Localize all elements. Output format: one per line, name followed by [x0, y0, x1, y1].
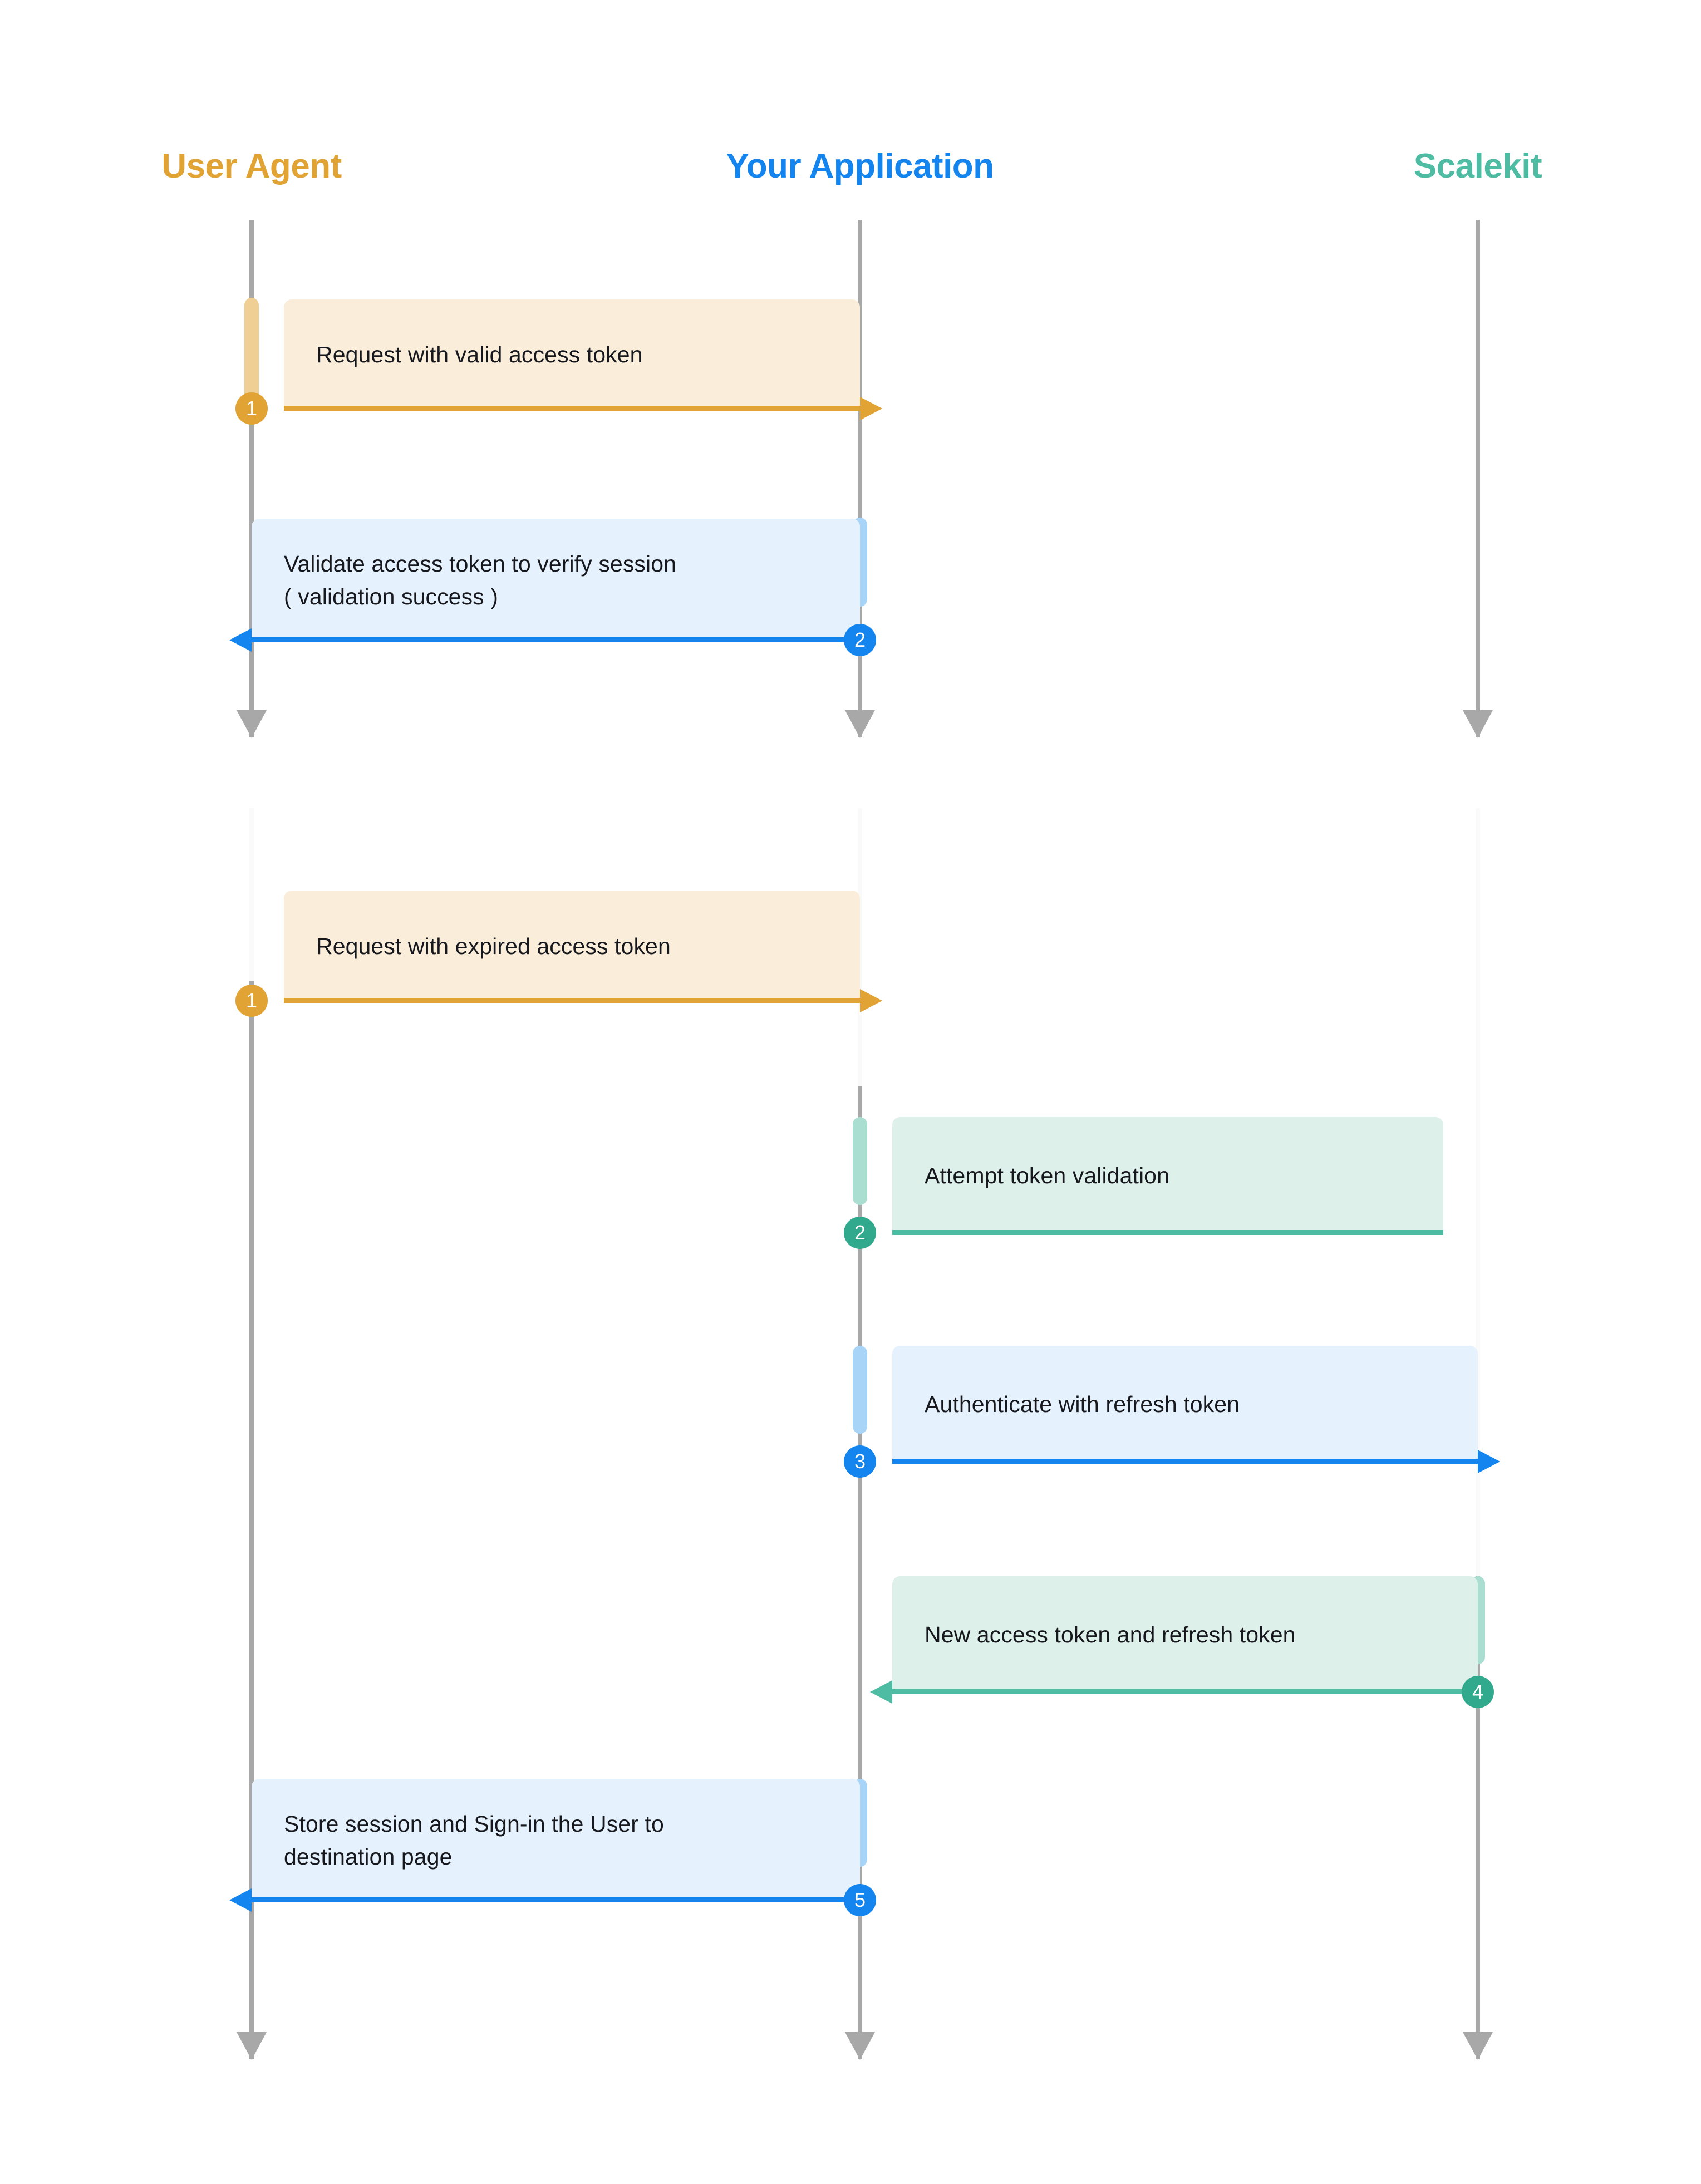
lifeline-your-application-section1	[845, 220, 875, 738]
arrowhead-right-icon	[860, 989, 882, 1012]
step-badge-5: 5	[844, 1884, 876, 1916]
lifeline-arrow-icon	[237, 710, 267, 738]
lifeline-stem	[249, 220, 254, 737]
activation-bar-user-agent-1	[244, 298, 259, 404]
message-arrow-line	[284, 406, 860, 411]
lifeline-stem	[858, 808, 862, 1086]
lifeline-user-agent-section1	[237, 220, 267, 738]
arrowhead-right-icon	[1478, 1450, 1500, 1473]
message-label: Request with valid access token	[316, 342, 643, 368]
step-badge-2: 2	[844, 624, 876, 656]
activation-bar-your-application-2b	[853, 1117, 867, 1205]
step-badge-3: 3	[844, 1445, 876, 1478]
message-note: Authenticate with refresh token	[892, 1346, 1478, 1464]
lifeline-arrow-icon	[845, 2032, 875, 2060]
lifeline-stem	[858, 220, 862, 737]
message-note: Store session and Sign-in the User to de…	[252, 1779, 860, 1902]
message-5-store-session-signin: Store session and Sign-in the User to de…	[229, 1779, 860, 1912]
lifeline-user-agent-section2-faint	[249, 808, 254, 981]
message-note: New access token and refresh token	[892, 1576, 1478, 1694]
message-1-request-valid-token: Request with valid access token	[284, 299, 882, 420]
message-note: Request with valid access token	[284, 299, 860, 411]
message-arrow-line	[252, 637, 860, 642]
arrowhead-left-icon	[229, 628, 252, 652]
arrowhead-left-icon	[229, 1888, 252, 1912]
message-2-validate-access-token: Validate access token to verify session …	[229, 519, 860, 652]
participant-header-user-agent: User Agent	[161, 147, 342, 185]
lifeline-stem	[1476, 1576, 1480, 2059]
arrowhead-left-icon	[870, 1680, 892, 1704]
message-arrow-line	[892, 1459, 1478, 1464]
message-arrow-line	[892, 1230, 1443, 1235]
lifeline-user-agent-section2	[237, 981, 267, 2060]
step-badge-1-section2: 1	[235, 985, 268, 1017]
message-note: Attempt token validation	[892, 1117, 1443, 1235]
message-2-attempt-token-validation: Attempt token validation	[892, 1117, 1443, 1235]
message-arrow-line	[252, 1897, 860, 1902]
lifeline-your-application-section2	[845, 1086, 875, 2060]
lifeline-arrow-icon	[237, 2032, 267, 2060]
lifeline-arrow-icon	[1463, 710, 1493, 738]
lifeline-stem	[249, 808, 254, 981]
step-badge-1: 1	[235, 392, 268, 425]
lifeline-arrow-icon	[1463, 2032, 1493, 2060]
message-arrow-line	[284, 998, 860, 1003]
lifeline-stem	[249, 981, 254, 2059]
message-label: New access token and refresh token	[925, 1622, 1296, 1648]
message-label: Store session and Sign-in the User to de…	[284, 1811, 664, 1870]
message-arrow-line	[892, 1689, 1478, 1694]
lifeline-stem	[1476, 220, 1480, 737]
participant-header-scalekit: Scalekit	[1413, 147, 1542, 185]
message-4-new-access-refresh-token: New access token and refresh token	[870, 1576, 1478, 1704]
step-badge-2-section2: 2	[844, 1217, 876, 1249]
lifeline-arrow-icon	[845, 710, 875, 738]
lifeline-stem	[858, 1086, 862, 2059]
lifeline-scalekit-section2	[1463, 1576, 1493, 2060]
message-label: Request with expired access token	[316, 933, 671, 960]
message-label: Validate access token to verify session …	[284, 550, 677, 609]
lifeline-your-application-section2-faint	[858, 808, 862, 1086]
participant-header-your-application: Your Application	[726, 147, 994, 185]
message-label: Authenticate with refresh token	[925, 1391, 1240, 1418]
message-note: Request with expired access token	[284, 891, 860, 1003]
message-1-request-expired-token: Request with expired access token	[284, 891, 882, 1012]
message-note: Validate access token to verify session …	[252, 519, 860, 642]
lifeline-scalekit-section2-faint	[1476, 808, 1480, 1576]
arrowhead-right-icon	[860, 397, 882, 420]
step-badge-4: 4	[1462, 1676, 1494, 1708]
activation-bar-your-application-3	[853, 1346, 867, 1434]
lifeline-stem	[1476, 808, 1480, 1576]
message-label: Attempt token validation	[925, 1163, 1169, 1189]
message-3-authenticate-refresh-token: Authenticate with refresh token	[892, 1346, 1500, 1473]
lifeline-scalekit-section1	[1463, 220, 1493, 738]
